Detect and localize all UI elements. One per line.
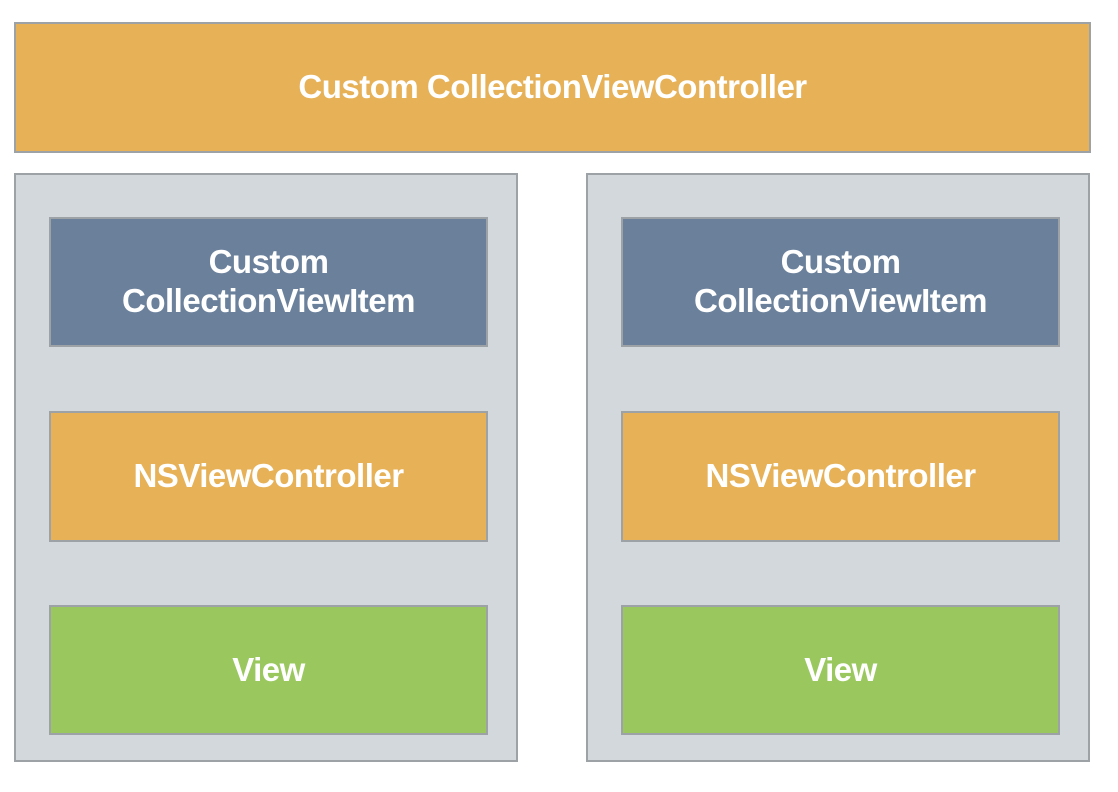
view-box-left: View: [49, 605, 488, 735]
ns-view-controller-label-right: NSViewController: [705, 457, 976, 495]
view-label-left: View: [232, 650, 305, 688]
custom-collection-view-item-label-right: Custom CollectionViewItem: [694, 243, 987, 319]
custom-collection-view-controller-label: Custom CollectionViewController: [298, 68, 807, 106]
custom-collection-view-controller-box: Custom CollectionViewController: [14, 22, 1091, 153]
custom-collection-view-item-box-right: Custom CollectionViewItem: [621, 217, 1060, 347]
custom-collection-view-item-box-left: Custom CollectionViewItem: [49, 217, 488, 347]
collection-view-item-container-left: Custom CollectionViewItem NSViewControll…: [14, 173, 518, 762]
ns-view-controller-label-left: NSViewController: [133, 457, 404, 495]
view-label-right: View: [804, 650, 877, 688]
ns-view-controller-box-right: NSViewController: [621, 411, 1060, 542]
view-box-right: View: [621, 605, 1060, 735]
ns-view-controller-box-left: NSViewController: [49, 411, 488, 542]
custom-collection-view-item-label-left: Custom CollectionViewItem: [122, 243, 415, 319]
collection-view-item-container-right: Custom CollectionViewItem NSViewControll…: [586, 173, 1090, 762]
